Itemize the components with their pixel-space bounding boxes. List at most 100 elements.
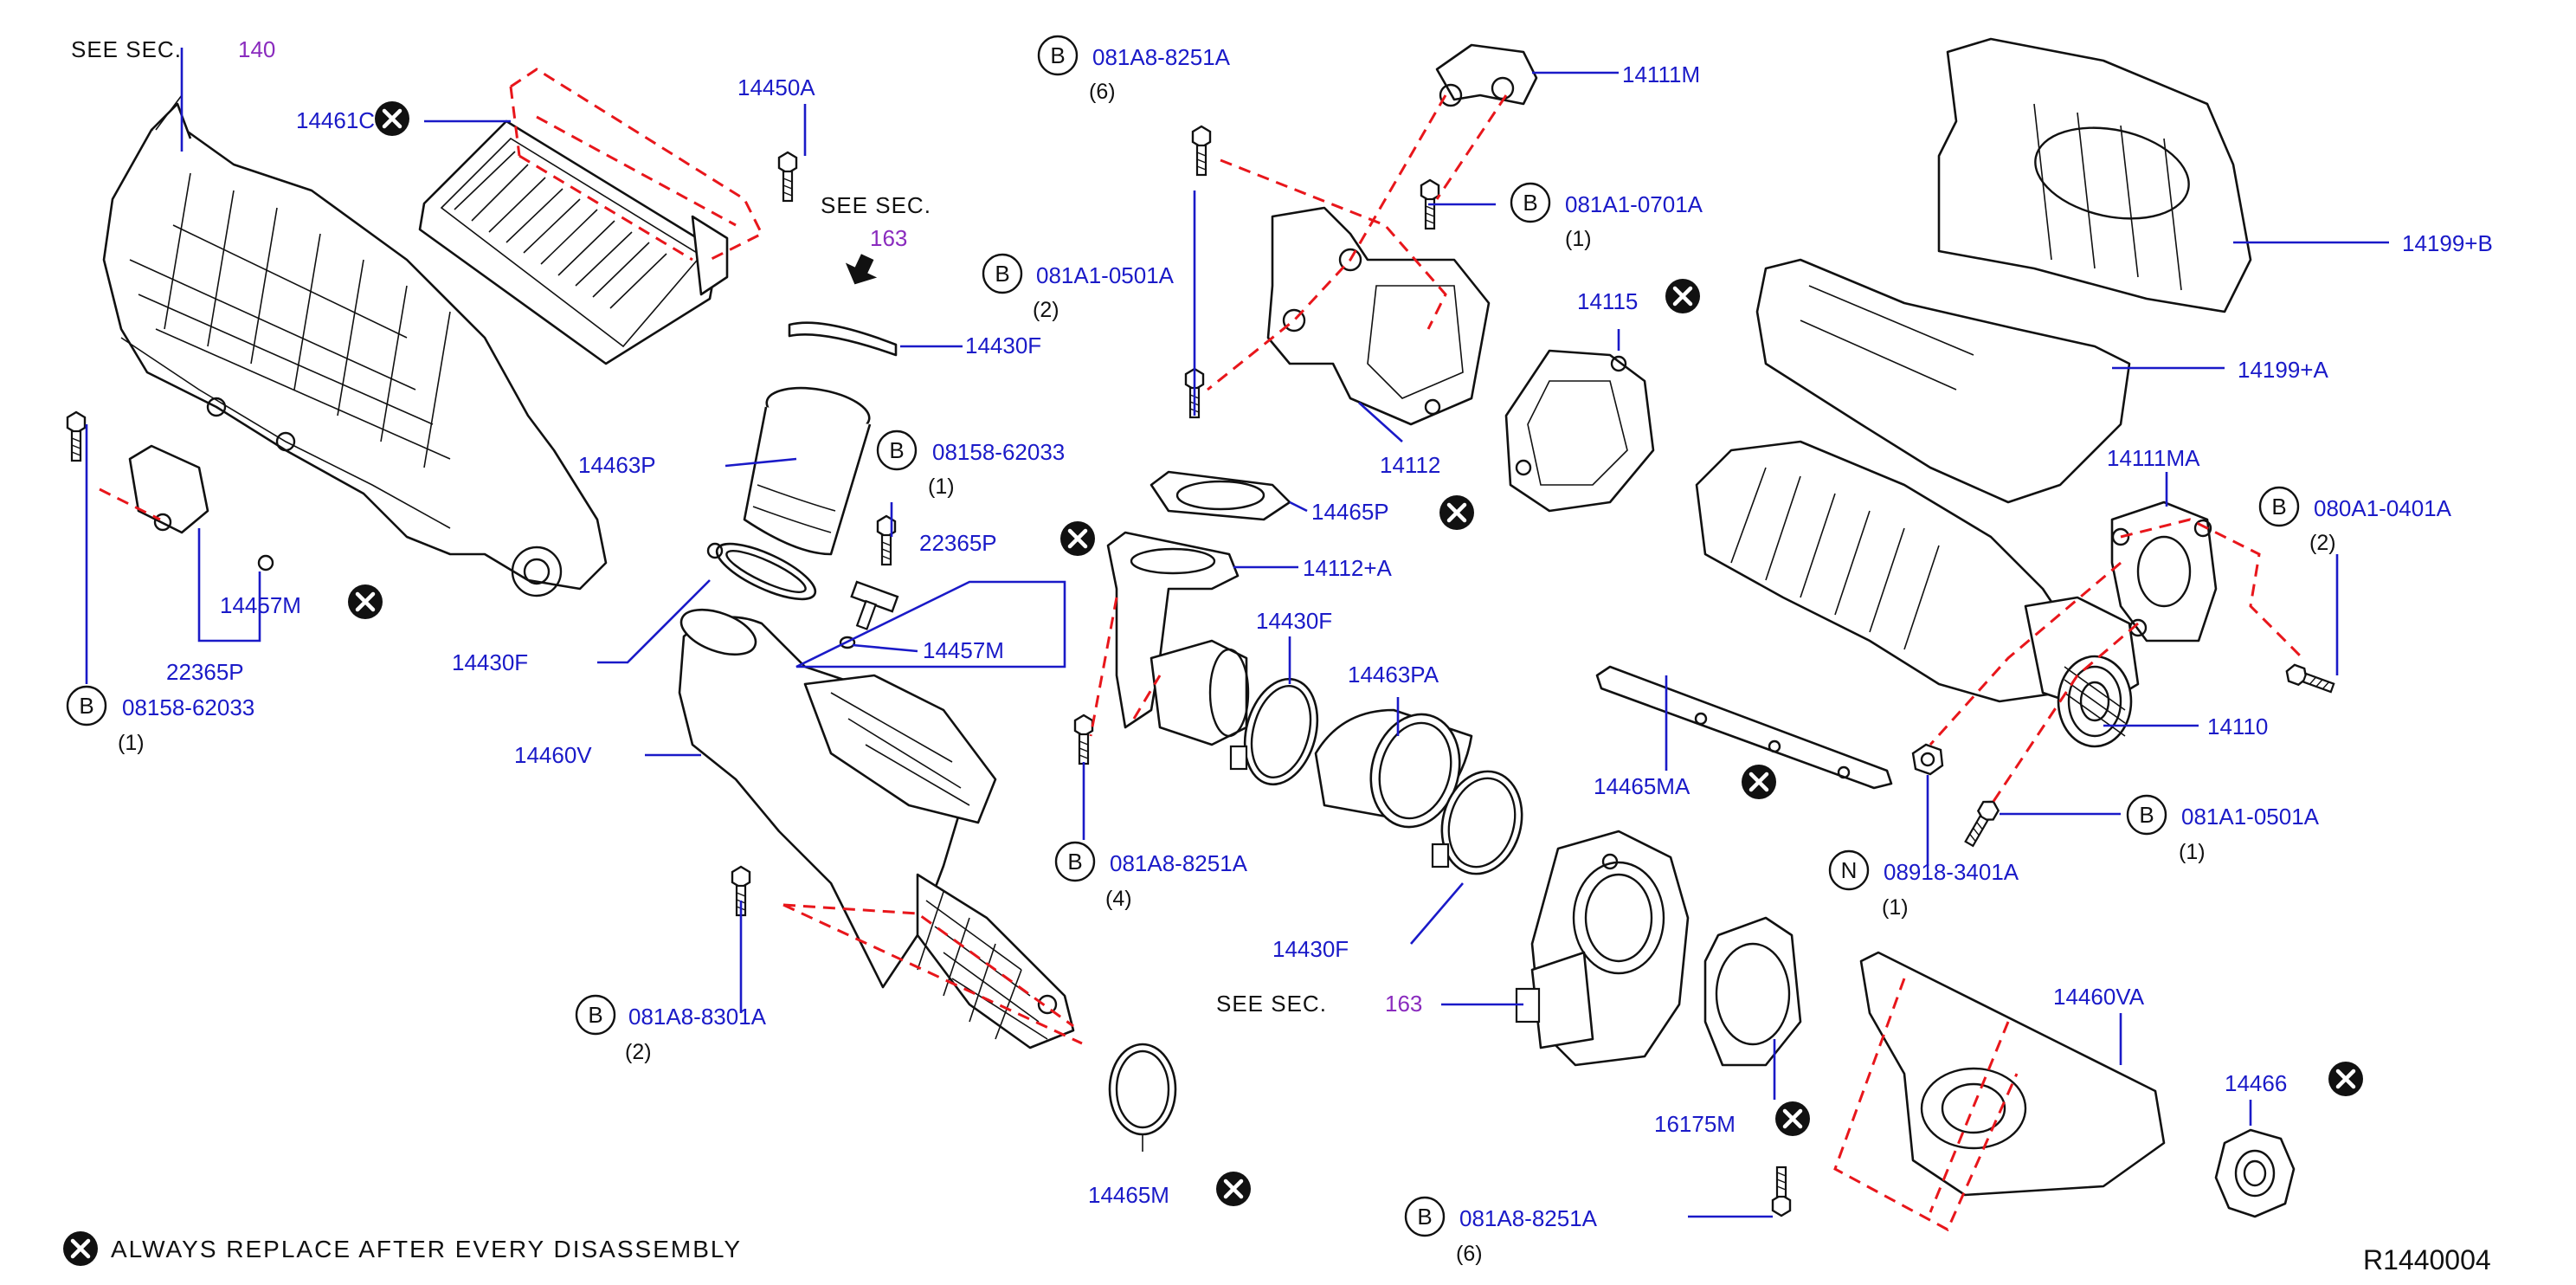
part-label[interactable]: 14457M	[923, 637, 1004, 663]
see-sec-text-2: SEE SEC.	[821, 192, 931, 218]
fastener-callout[interactable]: B 080A1-0401A (2)	[2258, 486, 2452, 555]
leader-lines	[85, 48, 2389, 1218]
part-label[interactable]: 14465M	[1088, 1182, 1169, 1208]
part-label[interactable]: 14463PA	[1348, 662, 1439, 688]
cover-14199a	[1755, 258, 2131, 504]
fastener-callout[interactable]: B 08158-62033 (1)	[876, 429, 1065, 499]
gasket-14465p	[1150, 470, 1291, 521]
part-label[interactable]: 14450A	[737, 74, 815, 100]
gasket-16175m	[1703, 916, 1802, 1067]
part-label[interactable]: 14111M	[1622, 61, 1700, 87]
arrow-163	[845, 254, 878, 285]
elbow-14112a	[1106, 531, 1250, 746]
fastener-callout[interactable]: B 081A1-0501A (2)	[982, 253, 1175, 322]
see-sec-text-1: SEE SEC.	[71, 36, 182, 62]
see-sec-number-1[interactable]: 140	[238, 36, 275, 62]
fastener-labels: B 081A8-8251A (6) B 081A1-0701A (1) B 08…	[66, 35, 2452, 1266]
nut-08918	[1911, 743, 1944, 776]
part-label[interactable]: 14430F	[1256, 608, 1332, 634]
part-label[interactable]: 14461C	[296, 107, 375, 133]
fastener-qty: (2)	[2309, 531, 2336, 555]
fastener-prefix: N	[1841, 857, 1858, 883]
fastener-qty: (1)	[1882, 895, 1909, 920]
part-label[interactable]: 14115	[1577, 288, 1638, 314]
part-label[interactable]: 14430F	[965, 333, 1041, 358]
part-label[interactable]: 14460V	[514, 742, 592, 768]
part-label[interactable]: 14463P	[578, 452, 656, 478]
part-label[interactable]: 14460VA	[2053, 984, 2145, 1010]
part-label[interactable]: 14430F	[452, 649, 528, 675]
fastener-number: 08918-3401A	[1884, 859, 2019, 885]
fastener-qty: (4)	[1105, 887, 1132, 911]
fastener-prefix: B	[1050, 42, 1065, 68]
supercharger-14110	[1695, 440, 2140, 748]
part-14466	[2214, 1128, 2296, 1218]
reference-id: R1440004	[2363, 1244, 2491, 1275]
duct-14460v	[678, 608, 1075, 1049]
fastener-number: 081A8-8251A	[1459, 1205, 1598, 1231]
part-label[interactable]: 14111MA	[2107, 445, 2200, 471]
fastener-callout[interactable]: B 081A1-0701A (1)	[1510, 182, 1703, 251]
fastener-prefix: B	[889, 437, 904, 463]
legend-note: ALWAYS REPLACE AFTER EVERY DISASSEMBLY	[111, 1236, 742, 1262]
fastener-number: 080A1-0401A	[2314, 495, 2452, 521]
fastener-prefix: B	[995, 261, 1009, 287]
part-labels: 14461C 14450A 14430F 14463P 22365P 14457…	[166, 61, 2493, 1208]
fastener-callout[interactable]: B 081A8-8251A (6)	[1037, 35, 1231, 104]
fastener-callout[interactable]: B 08158-62033 (1)	[66, 685, 254, 755]
part-label[interactable]: 22365P	[919, 530, 997, 556]
clamp-14430f-right	[1229, 677, 1319, 786]
hose-14463p	[743, 386, 872, 556]
fastener-qty: (2)	[625, 1040, 652, 1064]
see-sec-number-2[interactable]: 163	[870, 225, 907, 251]
part-label[interactable]: 14199+A	[2238, 357, 2328, 383]
sensor-22365p	[839, 580, 899, 649]
adapter-14112	[1266, 206, 1491, 426]
part-label[interactable]: 22365P	[166, 659, 244, 685]
part-label[interactable]: 14112	[1380, 452, 1440, 478]
fastener-prefix: B	[2271, 494, 2286, 520]
fastener-prefix: B	[1417, 1204, 1432, 1230]
fastener-number: 081A8-8251A	[1110, 850, 1248, 876]
gasket-14115	[1504, 349, 1655, 513]
fastener-callout[interactable]: B 081A8-8251A (4)	[1054, 841, 1248, 911]
fastener-qty: (1)	[928, 475, 955, 499]
part-label[interactable]: 14466	[2225, 1070, 2287, 1096]
fastener-qty: (1)	[2179, 840, 2206, 864]
oring-14465m	[1108, 1043, 1177, 1152]
bracket-14111m	[1435, 43, 1538, 107]
part-label[interactable]: 14110	[2207, 714, 2268, 739]
fastener-callout[interactable]: B 081A8-8251A (6)	[1404, 1196, 1598, 1266]
fastener-number: 081A8-8301A	[628, 1004, 767, 1030]
part-label[interactable]: 14465P	[1311, 499, 1389, 525]
fastener-qty: (1)	[118, 731, 145, 755]
see-sec-number-3[interactable]: 163	[1385, 991, 1422, 1017]
fastener-qty: (1)	[1565, 227, 1592, 251]
fastener-number: 081A1-0701A	[1565, 191, 1703, 217]
fastener-prefix: B	[1523, 190, 1537, 216]
fastener-number: 081A8-8251A	[1092, 44, 1231, 70]
part-label[interactable]: 14112+A	[1303, 555, 1393, 581]
fastener-number: 08158-62033	[932, 439, 1065, 465]
fastener-qty: (6)	[1089, 80, 1116, 104]
fastener-callout[interactable]: B 081A8-8301A (2)	[575, 994, 767, 1064]
part-label[interactable]: 14430F	[1272, 936, 1349, 962]
fastener-callout[interactable]: B 081A1-0501A (1)	[2126, 794, 2320, 864]
fastener-prefix: B	[2139, 802, 2154, 828]
hose-14463pa	[1314, 708, 1473, 829]
part-label[interactable]: 14457M	[220, 592, 301, 618]
fastener-qty: (2)	[1033, 298, 1059, 322]
fastener-number: 08158-62033	[122, 694, 254, 720]
part-label[interactable]: 14199+B	[2402, 230, 2493, 256]
assembly-lines	[99, 68, 2304, 1232]
bracket-22365p-left	[128, 444, 209, 534]
fastener-callout[interactable]: N 08918-3401A (1)	[1828, 849, 2019, 920]
part-label[interactable]: 14465MA	[1594, 773, 1690, 799]
clamp-14430f-top	[788, 321, 898, 357]
see-sec-text-3: SEE SEC.	[1216, 991, 1327, 1017]
throttle-body	[1515, 830, 1690, 1067]
clamp-14430f-mid	[706, 542, 817, 601]
fastener-number: 081A1-0501A	[1036, 262, 1175, 288]
part-label[interactable]: 16175M	[1654, 1111, 1736, 1137]
